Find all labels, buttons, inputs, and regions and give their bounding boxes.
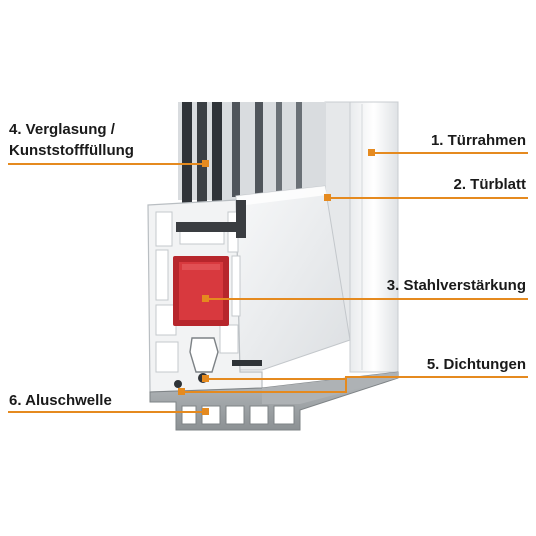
label-stahlverstaerkung: 3. Stahlverstärkung [386,277,526,294]
leader-line-tuerrahmen [372,152,528,154]
label-verglasung-line2: Kunststofffüllung [9,142,134,159]
label-verglasung-line1: 4. Verglasung / [9,121,115,138]
anchor-dot-tuerblatt [324,194,331,201]
door-leaf-part [235,185,351,371]
label-tuerblatt: 2. Türblatt [453,176,526,193]
leader-line-dichtungen [346,376,528,378]
label-dichtungen: 5. Dichtungen [426,356,526,373]
leader-line-tuerblatt [328,197,528,199]
aluminium-threshold-part [149,371,399,431]
leader-line-aluschwelle [8,411,206,413]
leader-line-dichtungen-branch [206,378,346,380]
label-aluschwelle: 6. Aluschwelle [9,392,112,409]
leader-line-stahl [206,298,528,300]
anchor-dot-verglasung [202,160,209,167]
leader-line-verglasung [8,163,206,165]
anchor-dot-aluschwelle [202,408,209,415]
leader-line-dichtungen-vert [345,376,347,393]
anchor-dot-stahl [202,295,209,302]
anchor-dot-dichtungen-2 [178,388,185,395]
steel-reinforcement-part [173,256,229,326]
anchor-dot-tuerrahmen [368,149,375,156]
anchor-dot-dichtungen-1 [202,375,209,382]
leader-line-dichtungen-low [182,391,347,393]
label-tuerrahmen: 1. Türrahmen [430,132,526,149]
